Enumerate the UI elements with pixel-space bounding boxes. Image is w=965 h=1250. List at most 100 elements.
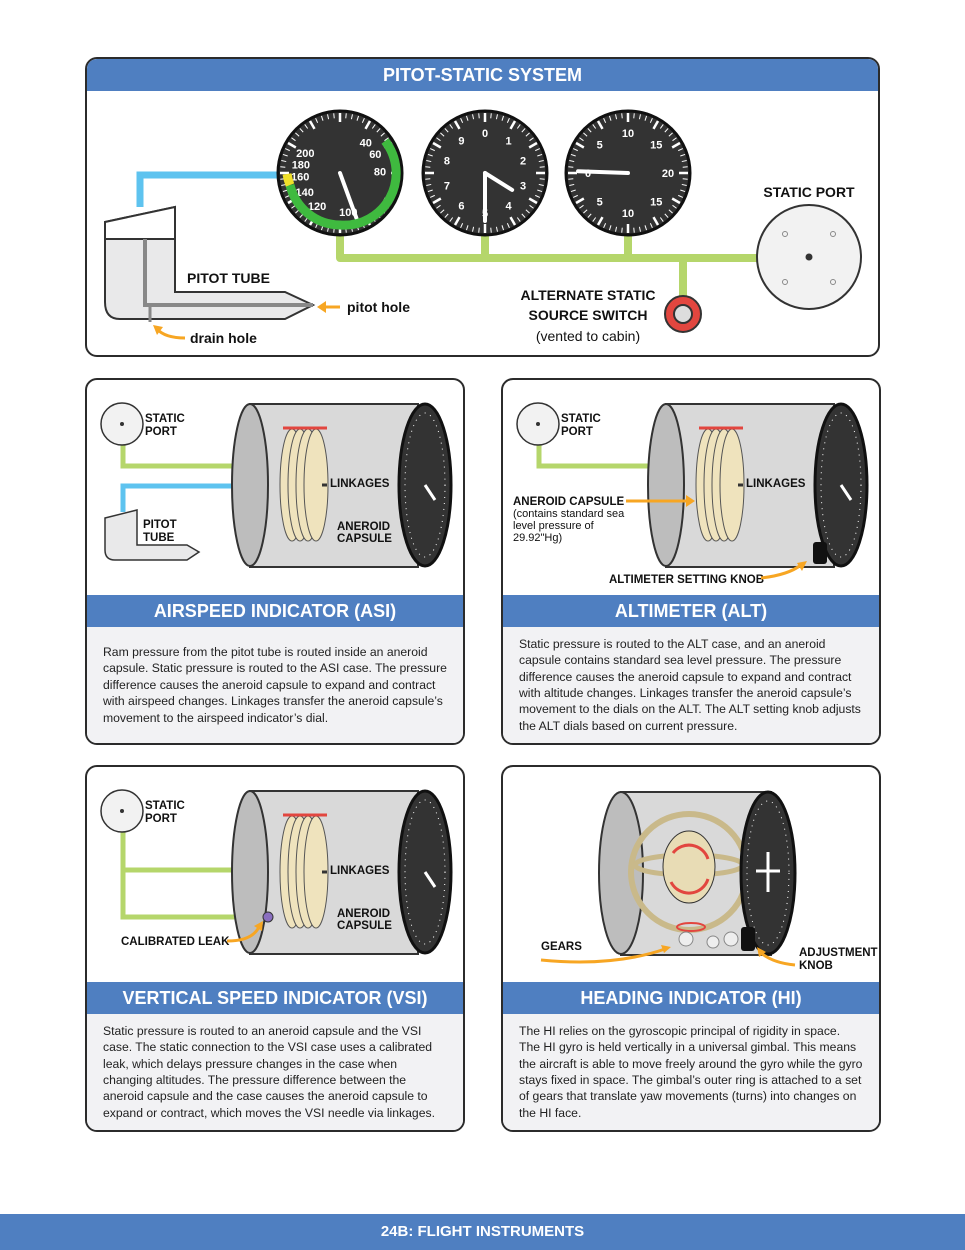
dial-number: 180 xyxy=(292,160,310,172)
static-port-label: STATIC PORT xyxy=(763,184,855,200)
needle xyxy=(483,171,515,192)
dial-number: 5 xyxy=(597,140,603,152)
vsi-description: Static pressure is routed to an aneroid … xyxy=(103,1023,435,1120)
dial-number: 3 xyxy=(520,180,526,192)
pitot-line xyxy=(136,171,285,207)
dial-number: 200 xyxy=(296,148,314,160)
capsule-label: CAPSULE xyxy=(337,920,392,932)
heading-dial xyxy=(739,790,797,956)
dial-number: 15 xyxy=(650,140,662,152)
gears-label: GEARS xyxy=(541,941,582,953)
altimeter-gauge: 0123456789 xyxy=(421,109,549,237)
pitot-hole-label: pitot hole xyxy=(347,299,410,315)
dial-number: 6 xyxy=(458,200,464,212)
vsi-diagram: STATIC PORT LINKAGES ANEROID CAPSULE CAL… xyxy=(100,789,453,955)
pitot-tube-label: PITOT TUBE xyxy=(187,270,270,286)
dial-number: 0 xyxy=(482,128,488,140)
arrow-icon xyxy=(155,327,186,340)
static-port-label: STATIC xyxy=(145,413,185,425)
alt-diagram: STATIC PORT LINKAGES ANEROID CAPSULE (co… xyxy=(513,402,869,586)
pitot-tube-label: PITOT xyxy=(143,519,177,531)
panel-title: ALTIMETER (ALT) xyxy=(503,595,879,627)
calibrated-leak-icon xyxy=(262,911,274,923)
arrow-icon xyxy=(797,561,807,571)
panel-title: VERTICAL SPEED INDICATOR (VSI) xyxy=(87,982,463,1014)
page-footer: 24B: FLIGHT INSTRUMENTS xyxy=(0,1214,965,1250)
instrument-case xyxy=(231,402,453,568)
dial-number: 20 xyxy=(662,168,674,180)
capsule-note: level pressure of xyxy=(513,520,595,532)
panel-title: HEADING INDICATOR (HI) xyxy=(503,982,879,1014)
arrow-icon xyxy=(661,945,671,953)
static-port-label: PORT xyxy=(145,426,177,438)
panel-title: PITOT-STATIC SYSTEM xyxy=(87,59,878,91)
gear-icon xyxy=(706,935,720,949)
capsule-label: ANEROID CAPSULE xyxy=(513,496,625,508)
hi-description: The HI relies on the gyroscopic principa… xyxy=(519,1023,863,1120)
gimbal-icon xyxy=(628,811,750,949)
dial-number: 10 xyxy=(622,208,634,220)
capsule-label: ANEROID xyxy=(337,521,390,533)
drain-hole-label: drain hole xyxy=(190,330,257,346)
static-port-icon xyxy=(756,204,862,310)
dial-number: 7 xyxy=(444,180,450,192)
altimeter-setting-knob[interactable] xyxy=(813,542,827,564)
dial-number: 80 xyxy=(374,167,386,179)
dial-number: 8 xyxy=(444,156,450,168)
dial-number: 1 xyxy=(505,136,511,148)
pitot-tube-icon xyxy=(104,205,316,322)
dial-number: 120 xyxy=(308,201,326,213)
static-port-label: STATIC xyxy=(561,413,601,425)
static-port-label: STATIC xyxy=(145,800,185,812)
alt-switch-note: (vented to cabin) xyxy=(536,328,640,344)
asi-description: Ram pressure from the pitot tube is rout… xyxy=(103,644,447,725)
pitot-tube-label: TUBE xyxy=(143,532,175,544)
vsi-panel: STATIC PORT LINKAGES ANEROID CAPSULE CAL… xyxy=(85,765,465,1132)
capsule-label: CAPSULE xyxy=(337,533,392,545)
dial-number: 5 xyxy=(597,196,603,208)
alt-panel: STATIC PORT LINKAGES ANEROID CAPSULE (co… xyxy=(501,378,881,745)
pitot-static-panel: PITOT-STATIC SYSTEM PITOT TUBE pitot hol… xyxy=(85,57,880,357)
dial-number: 4 xyxy=(505,200,512,212)
alt-description: Static pressure is routed to the ALT cas… xyxy=(519,636,861,733)
dial-number: 40 xyxy=(360,137,372,149)
capsule-note: 29.92"Hg) xyxy=(513,532,562,544)
alt-switch-label-1: ALTERNATE STATIC xyxy=(520,287,655,303)
arrow-icon xyxy=(254,921,263,931)
needle xyxy=(338,171,359,221)
dial-number: 2 xyxy=(520,156,526,168)
instrument-case xyxy=(231,789,453,955)
adjustment-knob[interactable] xyxy=(741,927,755,951)
dial-number: 160 xyxy=(291,171,309,183)
instrument-case xyxy=(647,402,869,568)
linkages-label: LINKAGES xyxy=(746,478,806,490)
hi-diagram: GEARS ADJUSTMENT KNOB xyxy=(540,790,878,972)
alt-switch-label-2: SOURCE SWITCH xyxy=(529,307,648,323)
dial-number: 10 xyxy=(622,128,634,140)
static-port-label: PORT xyxy=(561,426,593,438)
asi-panel: STATIC PORT PITOT TUBE LINKAGES ANEROID … xyxy=(85,378,465,745)
dial-number: 9 xyxy=(458,136,464,148)
capsule-label: ANEROID xyxy=(337,908,390,920)
hi-panel: GEARS ADJUSTMENT KNOB HEADING INDICATOR … xyxy=(501,765,881,1132)
knob-label: ALTIMETER SETTING KNOB xyxy=(609,574,764,586)
needle xyxy=(576,169,630,175)
arrow-icon xyxy=(686,495,695,507)
pitot-tube-icon xyxy=(104,509,201,561)
knob-label: KNOB xyxy=(799,960,833,972)
asi-diagram: STATIC PORT PITOT TUBE LINKAGES ANEROID … xyxy=(100,402,453,568)
dial-number: 140 xyxy=(296,187,314,199)
arrow-icon xyxy=(757,947,766,957)
linkages-label: LINKAGES xyxy=(330,478,390,490)
dial-number: 15 xyxy=(650,196,662,208)
vsi-gauge: 10 15 20 15 10 5 0 5 xyxy=(564,109,692,237)
static-port-label: PORT xyxy=(145,813,177,825)
dial-number: 0 xyxy=(585,168,591,180)
panel-title: AIRSPEED INDICATOR (ASI) xyxy=(87,595,463,627)
leak-label: CALIBRATED LEAK xyxy=(121,936,230,948)
capsule-note: (contains standard sea xyxy=(513,508,625,520)
dial-number: 60 xyxy=(369,149,381,161)
linkages-label: LINKAGES xyxy=(330,865,390,877)
